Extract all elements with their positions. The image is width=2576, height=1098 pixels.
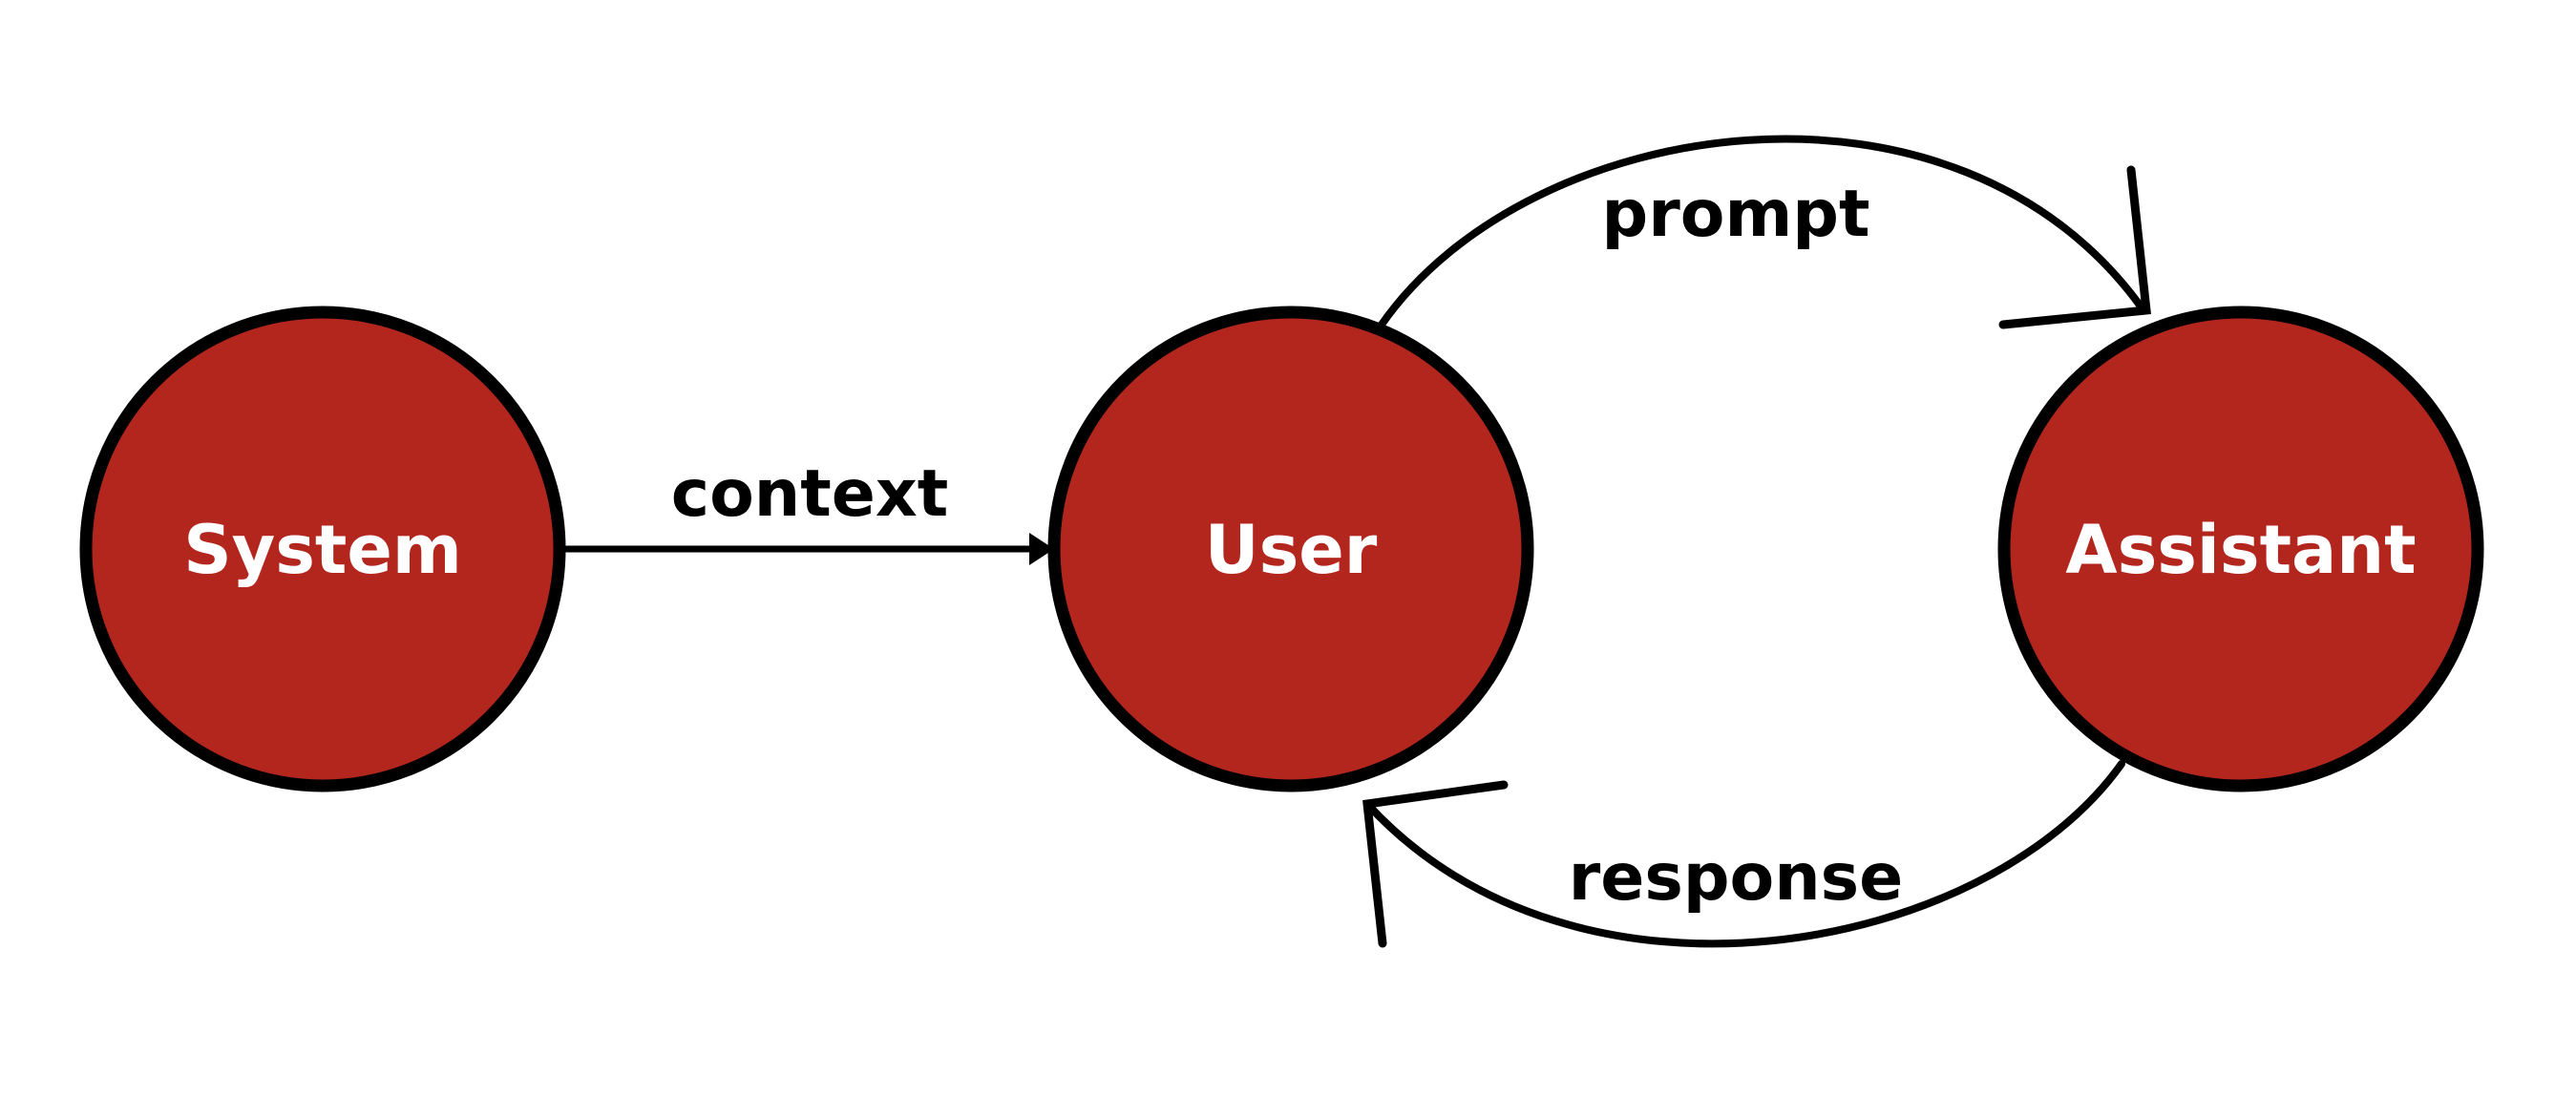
response-arc xyxy=(1363,760,2125,948)
node-system: System xyxy=(79,306,566,792)
user-label: User xyxy=(1205,511,1378,589)
node-assistant: Assistant xyxy=(1997,306,2484,792)
assistant-circle xyxy=(1997,306,2484,792)
response-label: response xyxy=(1569,840,1904,916)
prompt-arrow-head xyxy=(1998,165,2151,329)
prompt-label: prompt xyxy=(1602,177,1870,252)
edge-response: response xyxy=(1362,760,2125,948)
node-user: User xyxy=(1047,306,1534,792)
system-circle xyxy=(79,306,566,792)
system-label: System xyxy=(183,511,462,589)
edge-prompt: prompt xyxy=(1378,135,2151,329)
context-label: context xyxy=(671,456,948,532)
edge-context: context xyxy=(562,456,1054,565)
prompt-arc xyxy=(1378,135,2147,328)
response-arrow-head xyxy=(1362,780,1509,948)
assistant-label: Assistant xyxy=(2065,511,2416,589)
user-circle xyxy=(1047,306,1534,792)
context-arrow-head xyxy=(1029,533,1054,565)
